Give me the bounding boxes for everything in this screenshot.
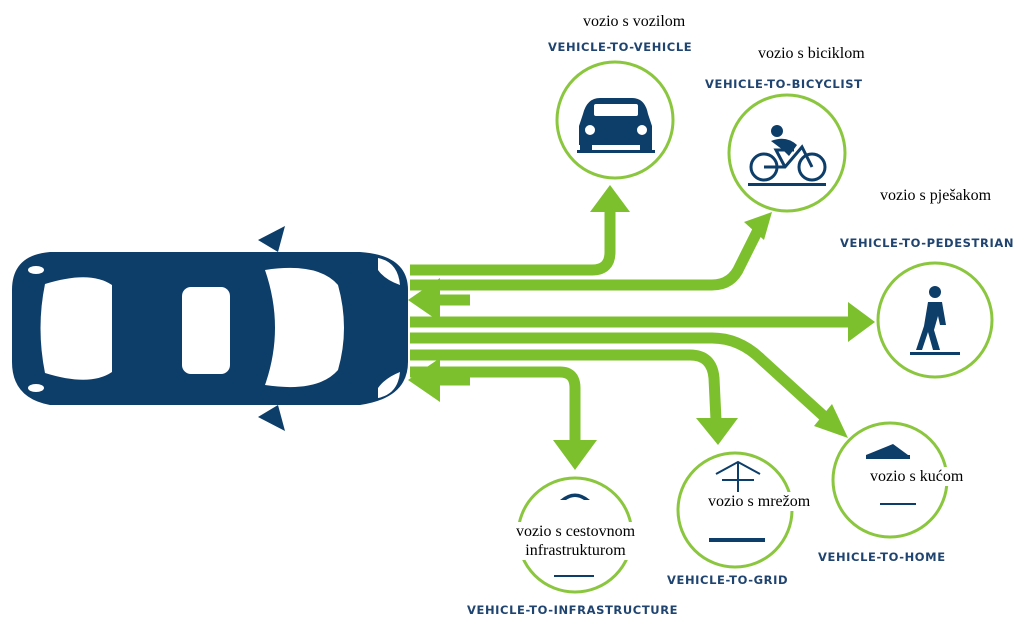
arrowhead-back-bottom: [408, 358, 440, 402]
label-hr-v2v: vozio s vozilom: [583, 12, 686, 31]
label-en-v2v: VEHICLE-TO-VEHICLE: [548, 40, 693, 54]
house-icon: [866, 444, 916, 505]
arrowhead-v2b: [744, 212, 772, 240]
road-infrastructure-icon: [554, 493, 594, 577]
arrow-v2g: [410, 349, 722, 421]
car-top-view-icon: [12, 226, 408, 431]
arrowhead-v2h: [814, 404, 848, 438]
bicyclist-icon: [748, 125, 827, 186]
arrowhead-v2g: [696, 418, 738, 445]
power-grid-icon: [709, 460, 765, 542]
arrowhead-v2p: [848, 302, 875, 342]
label-hr-v2h: vozio s kućom: [870, 467, 964, 486]
pedestrian-icon: [910, 286, 960, 355]
label-en-v2p: VEHICLE-TO-PEDESTRIAN: [840, 236, 1015, 250]
label-hr-v2b: vozio s biciklom: [758, 44, 865, 63]
arrowhead-back-top: [408, 278, 440, 322]
label-hr-v2g: vozio s mrežom: [708, 492, 811, 511]
arrowhead-v2i: [553, 440, 597, 470]
arrow-v2i: [410, 366, 581, 440]
label-en-v2h: VEHICLE-TO-HOME: [818, 550, 946, 564]
arrow-v2b: [410, 227, 763, 291]
label-en-v2i: VEHICLE-TO-INFRASTRUCTURE: [467, 603, 679, 617]
arrowhead-v2v: [590, 185, 630, 212]
car-front-icon: [577, 98, 655, 153]
label-en-v2g: VEHICLE-TO-GRID: [667, 573, 789, 587]
arrow-v2v: [410, 210, 616, 276]
arrow-v2h: [410, 332, 832, 425]
label-en-v2b: VEHICLE-TO-BICYCLIST: [705, 77, 863, 91]
label-hr-v2i: vozio s cestovnom infrastrukturom: [508, 522, 643, 560]
label-hr-v2p: vozio s pješakom: [880, 186, 992, 205]
